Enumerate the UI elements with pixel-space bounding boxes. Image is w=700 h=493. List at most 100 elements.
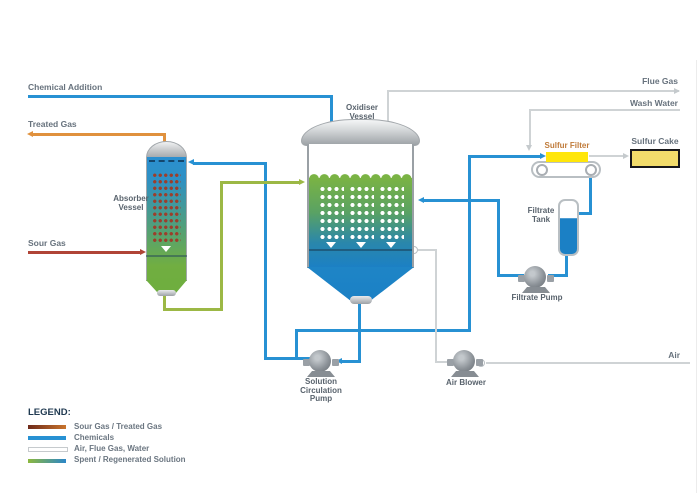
belt-roller-right — [585, 164, 597, 176]
sulfur-cake-box — [630, 149, 680, 168]
pipe-solution-v2 — [220, 181, 223, 310]
pipe-pump-to-absorber-v — [264, 162, 267, 360]
filtrate-tank — [558, 199, 579, 256]
pipe-air-h — [486, 362, 690, 364]
pipe-blower-out-h — [436, 361, 453, 363]
pump-nozzle — [332, 359, 339, 366]
arrow-solution-into-oxidiser — [299, 179, 305, 185]
pipe-solution-h1 — [163, 308, 223, 311]
legend-label-air-water: Air, Flue Gas, Water — [74, 444, 150, 453]
blower-nozzle — [476, 359, 483, 366]
oxidiser-wave-surface — [309, 171, 412, 179]
absorber-cone — [146, 280, 187, 293]
air-label: Air — [668, 350, 680, 360]
pipe-oxidiser-outlet-h — [342, 360, 361, 363]
pump-base — [307, 371, 335, 377]
pipe-wash-water-v — [529, 109, 531, 146]
legend-swatch-chemicals — [28, 436, 66, 440]
treated-gas-label: Treated Gas — [28, 119, 77, 129]
sulfur-filter-bed — [546, 152, 588, 162]
sulfur-filter-label: Sulfur Filter — [544, 141, 590, 150]
oxidiser-nozzle — [350, 296, 372, 304]
absorber-vessel-label: Absorber Vessel — [113, 194, 149, 212]
arrow-into-solution-pump — [336, 358, 342, 364]
pipe-filtrate-return-v — [497, 200, 500, 277]
arrow-sour-gas-in — [140, 249, 146, 255]
legend-label-solution: Spent / Regenerated Solution — [74, 455, 186, 464]
legend-label-chemicals: Chemicals — [74, 433, 115, 442]
blower-nozzle — [447, 359, 454, 366]
air-blower — [447, 350, 483, 377]
blower-base — [451, 371, 479, 377]
oxidiser-sparger-column — [349, 185, 374, 242]
oxidiser-body — [307, 144, 414, 268]
chemical-addition-label: Chemical Addition — [28, 82, 103, 92]
pipe-filtrate-v — [589, 177, 592, 215]
pipe-filter-h1 — [295, 329, 471, 332]
pipe-flue-gas-v — [387, 92, 389, 128]
legend-swatch-solution — [28, 459, 66, 463]
pipe-oxidiser-outlet-v — [358, 303, 361, 363]
pipe-filtrate-return-h — [424, 199, 500, 202]
pipe-wash-water-h — [529, 109, 680, 111]
sulfur-cake-label: Sulfur Cake — [631, 136, 679, 146]
arrow-into-sulfur-filter — [540, 153, 546, 159]
oxidiser-level-marker — [326, 242, 336, 248]
arrow-treated-gas-out — [27, 131, 33, 137]
legend-swatch-sour-treated — [28, 425, 66, 429]
pipe-pump-to-absorber-h — [193, 162, 267, 165]
filtrate-tank-label: Filtrate Tank — [527, 206, 555, 224]
absorber-level-marker — [161, 246, 171, 252]
pump-nozzle — [518, 275, 525, 282]
oxidiser-sparger-column — [379, 185, 404, 242]
air-blower-label: Air Blower — [445, 378, 486, 387]
belt-roller-left — [536, 164, 548, 176]
pipe-chemical-addition-h — [28, 95, 333, 98]
pipe-air-to-oxidiser-h — [418, 249, 437, 251]
absorber-packing-dots — [152, 172, 181, 245]
pipe-blower-riser-v — [435, 250, 437, 363]
pump-casing — [524, 266, 546, 288]
pump-nozzle — [303, 359, 310, 366]
page-edge-line — [696, 60, 697, 493]
absorber-nozzle — [157, 290, 176, 296]
pipe-filter-feed-h — [468, 155, 541, 158]
wash-water-label: Wash Water — [629, 98, 678, 108]
oxidiser-level-marker — [356, 242, 366, 248]
arrow-flue-gas-out — [674, 88, 680, 94]
solution-circulation-pump-label: Solution Circulation Pump — [300, 377, 342, 403]
absorber-level-line — [146, 255, 187, 257]
pipe-solution-h2 — [220, 181, 300, 184]
absorber-demister — [149, 160, 184, 162]
oxidiser-dome — [301, 119, 420, 146]
pump-base — [522, 287, 550, 293]
pipe-tank-outlet-h — [548, 274, 568, 277]
sulfur-filter-belt — [531, 161, 601, 178]
pipe-filtrate-h — [576, 212, 592, 215]
filtrate-pump-label: Filtrate Pump — [511, 293, 563, 302]
pipe-filter-riser-v2 — [468, 156, 471, 332]
pipe-sulfur-cake-h — [589, 155, 626, 157]
arrow-wash-water-in — [526, 145, 532, 151]
pipe-filter-riser-v1 — [295, 329, 298, 360]
pipe-flue-gas-h — [387, 90, 679, 92]
pipe-solution-v1 — [163, 295, 166, 310]
legend-label-sour-treated: Sour Gas / Treated Gas — [74, 422, 163, 431]
pipe-chemical-addition-v — [330, 95, 333, 123]
pipe-sour-gas-h — [28, 251, 141, 254]
solution-circulation-pump — [303, 350, 339, 377]
pipe-treated-gas-h — [33, 133, 166, 136]
filtrate-pump — [518, 266, 554, 293]
oxidiser-sparger-column — [319, 185, 344, 242]
arrow-sulfur-cake — [623, 153, 629, 159]
pipe-tank-outlet-v — [565, 255, 568, 277]
oxidiser-level-line — [309, 249, 412, 251]
oxidiser-level-marker — [386, 242, 396, 248]
pump-casing — [309, 350, 331, 372]
legend-title: LEGEND: — [28, 407, 71, 418]
pipe-pump-discharge-h — [264, 357, 312, 360]
blower-casing — [453, 350, 475, 372]
sour-gas-label: Sour Gas — [28, 238, 66, 248]
oxidiser-vessel-label: Oxidiser Vessel — [345, 103, 378, 121]
